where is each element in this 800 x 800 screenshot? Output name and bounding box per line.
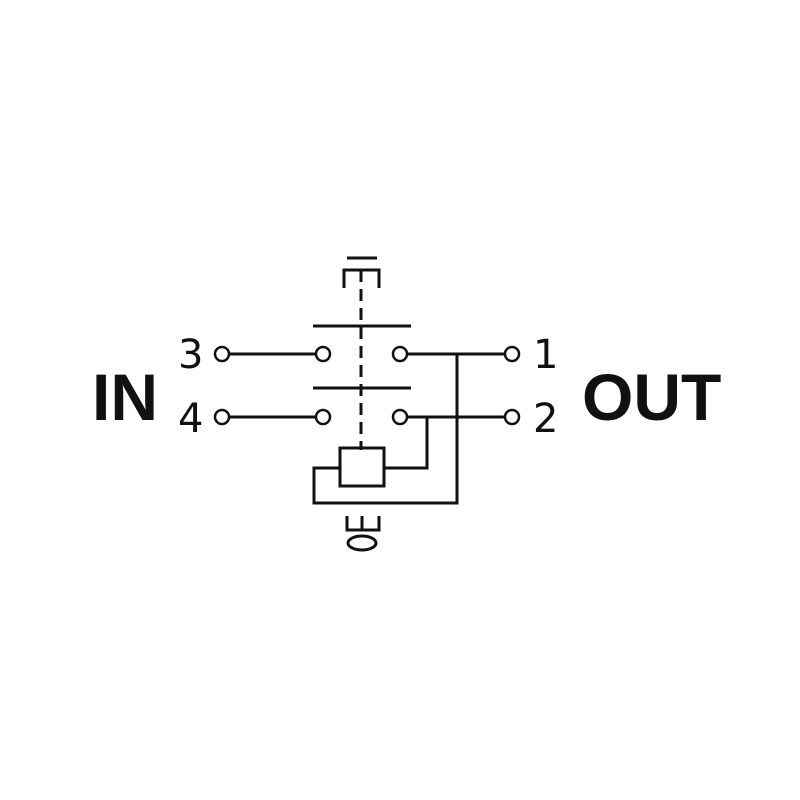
terminal-1-label: 1 bbox=[533, 332, 558, 378]
terminal-3-label: 3 bbox=[178, 332, 203, 378]
contact-left-upper bbox=[314, 345, 332, 363]
contact-left-lower bbox=[314, 408, 332, 426]
out-label: OUT bbox=[582, 360, 721, 434]
terminal-1-circle bbox=[503, 345, 521, 363]
terminal-2-circle bbox=[503, 408, 521, 426]
terminal-3-circle bbox=[213, 345, 231, 363]
contact-right-lower bbox=[391, 408, 409, 426]
coil bbox=[338, 446, 386, 488]
wires bbox=[229, 352, 505, 505]
reset-symbol bbox=[345, 516, 381, 552]
contact-right-upper bbox=[391, 345, 409, 363]
terminal-4-circle bbox=[213, 408, 231, 426]
terminal-2-label: 2 bbox=[533, 396, 558, 442]
in-label: IN bbox=[92, 360, 158, 434]
terminal-4-label: 4 bbox=[178, 396, 203, 442]
